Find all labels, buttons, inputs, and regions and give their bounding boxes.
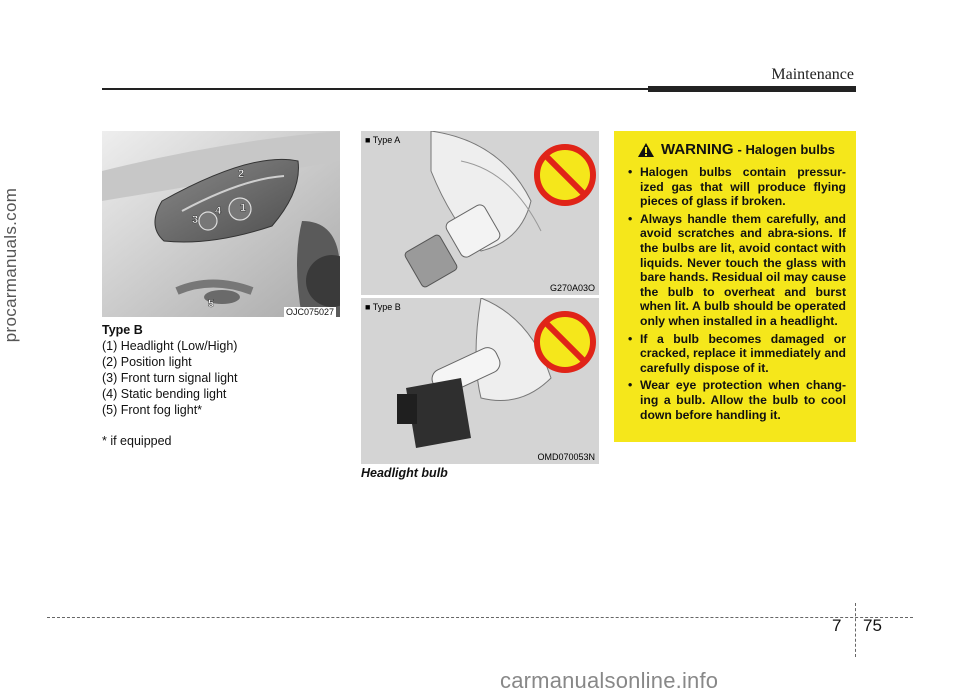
legend-item: (1) Headlight (Low/High)	[102, 339, 238, 353]
warning-subtitle: - Halogen bulbs	[737, 142, 836, 157]
side-watermark: procarmanuals.com	[1, 187, 20, 343]
warning-list: Halogen bulbs contain pressur-ized gas t…	[626, 165, 846, 422]
warning-item: Halogen bulbs contain pressur-ized gas t…	[626, 165, 846, 209]
legend-item: (2) Position light	[102, 355, 192, 369]
warning-header: WARNING - Halogen bulbs	[626, 141, 846, 158]
legend-title: Type B	[102, 323, 143, 337]
callout-5: 5	[208, 298, 214, 310]
car-headlamp-illustration: 2 1 4 3 5	[102, 131, 340, 317]
footnote: * if equipped	[102, 434, 172, 448]
bulb-type-b-code: OMD070053N	[537, 452, 595, 462]
warning-box: WARNING - Halogen bulbs Halogen bulbs co…	[614, 131, 856, 442]
bulb-type-a-label: ■ Type A	[365, 135, 400, 145]
warning-item: If a bulb becomes damaged or cracked, re…	[626, 332, 846, 376]
legend-item: (3) Front turn signal light	[102, 371, 238, 385]
callout-1: 1	[240, 202, 246, 214]
legend-item: (4) Static bending light	[102, 387, 227, 401]
bulb-legend: Type B (1) Headlight (Low/High) (2) Posi…	[102, 322, 237, 418]
figure-caption: Headlight bulb	[361, 466, 448, 480]
bulb-type-b-label: ■ Type B	[365, 302, 401, 312]
bulb-type-a-illustration: ■ Type A G270A03O	[361, 131, 599, 295]
warning-title: WARNING	[661, 141, 734, 158]
car-figure-code: OJC075027	[284, 307, 337, 317]
warning-item: Always handle them carefully, and avoid …	[626, 212, 846, 329]
callout-3: 3	[192, 214, 198, 226]
callout-4: 4	[215, 205, 222, 217]
bulb-type-a-code: G270A03O	[550, 283, 595, 293]
legend-item: (5) Front fog light*	[102, 403, 203, 417]
page-header-title: Maintenance	[771, 66, 854, 83]
footer-rule	[47, 617, 913, 618]
page-chapter-number: 7	[832, 616, 842, 635]
bulb-type-b-illustration: ■ Type B OMD070053N	[361, 298, 599, 464]
bottom-watermark: carmanualsonline.info	[500, 668, 719, 693]
header-bar	[648, 86, 856, 92]
warning-triangle-icon	[638, 142, 654, 157]
page-number: 75	[863, 616, 882, 635]
footer-divider	[855, 603, 856, 657]
warning-item: Wear eye protection when chang-ing a bul…	[626, 378, 846, 422]
header-rule	[102, 88, 856, 90]
callout-2: 2	[238, 168, 244, 180]
